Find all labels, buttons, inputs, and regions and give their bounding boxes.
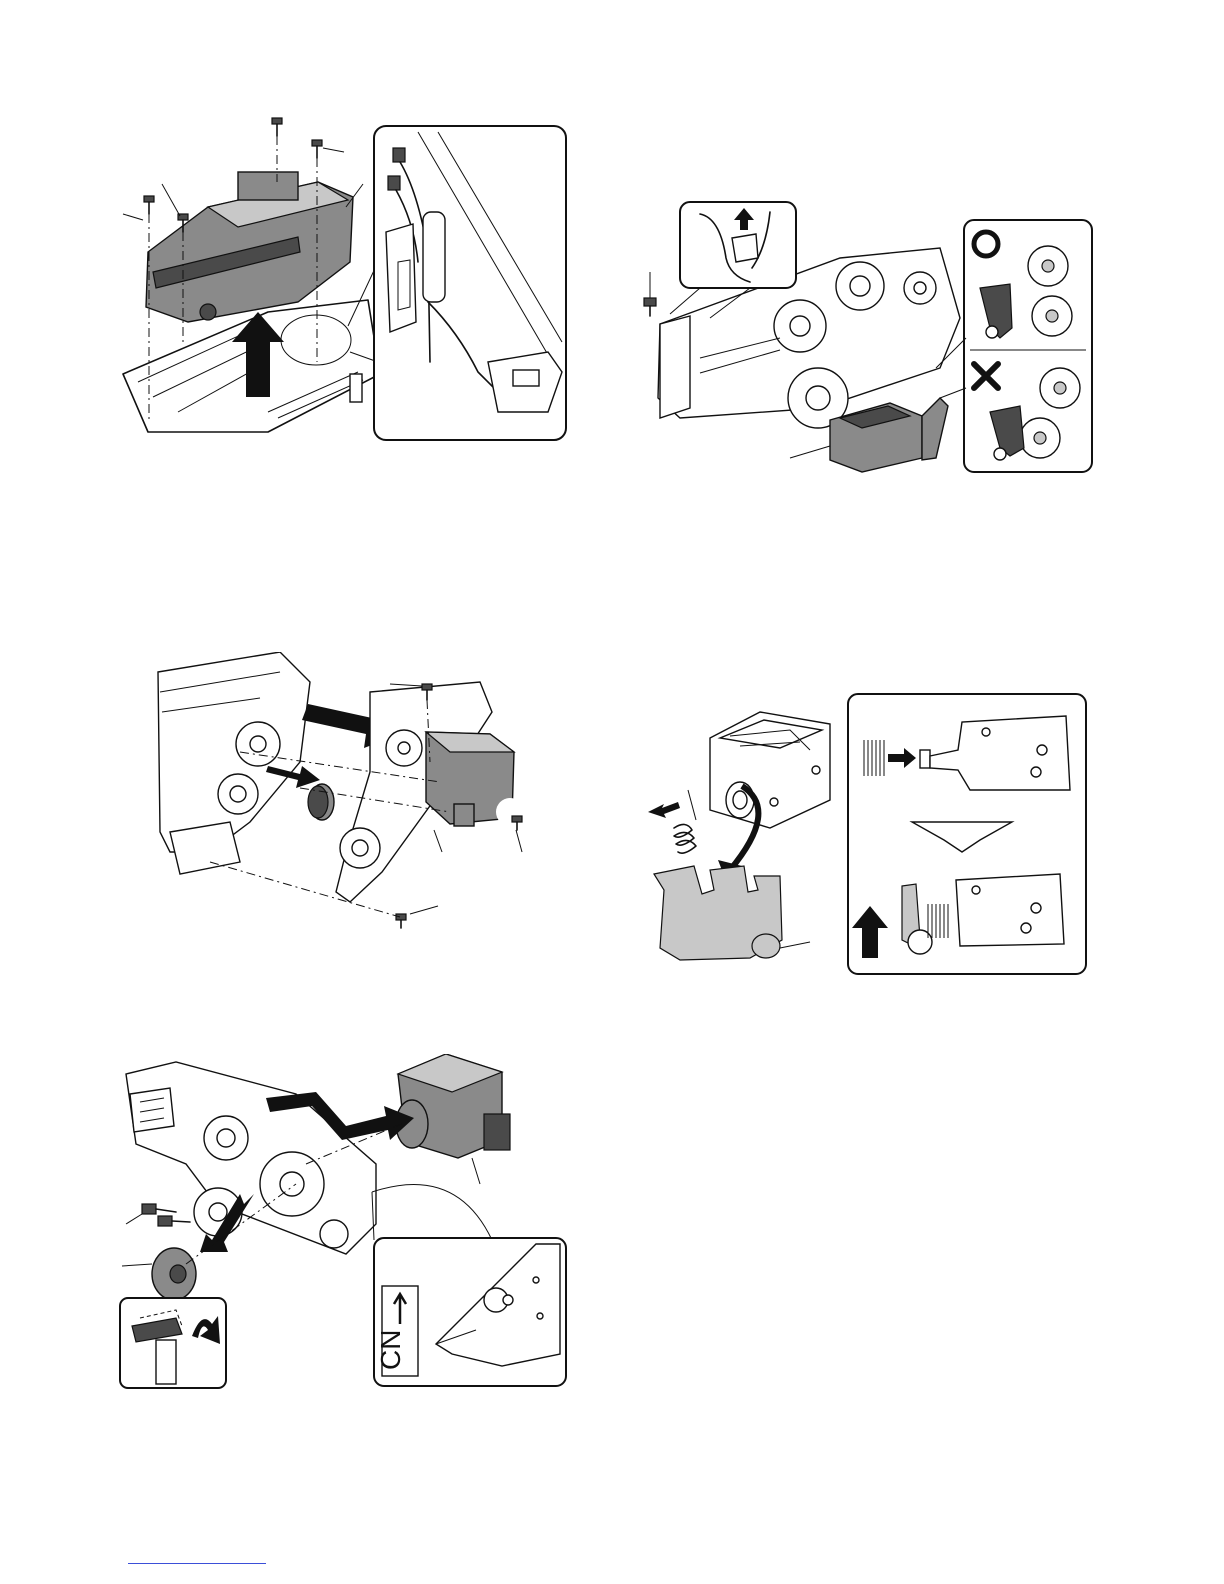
screw-icon <box>158 1216 190 1226</box>
screw-icon <box>142 1204 176 1214</box>
fig-drive-frame-removal <box>150 652 530 932</box>
assembly-sequence-panel <box>848 694 1086 974</box>
fig-fusing-unit-removal <box>118 112 570 446</box>
cn-connector-callout: CN <box>372 1184 566 1386</box>
solenoid-part <box>830 398 948 472</box>
gear-icon <box>152 1248 196 1300</box>
fig-solenoid-removal <box>640 198 1096 478</box>
claw-detail-callout <box>120 1298 226 1388</box>
screw-icon <box>644 298 656 316</box>
screw-icon <box>144 196 154 214</box>
motor-icon <box>396 1054 510 1158</box>
cn-label: CN <box>375 1330 406 1370</box>
left-arrow-icon <box>648 802 680 818</box>
screw-icon <box>272 118 282 136</box>
spring-icon <box>674 824 696 853</box>
roller-part <box>308 784 334 820</box>
lever-part <box>654 866 782 960</box>
left-frame <box>158 652 310 852</box>
ok-ng-panel <box>964 220 1092 472</box>
fig-spring-lever-assembly <box>640 690 1090 978</box>
screw-icon <box>312 140 322 158</box>
fig-motor-gear-removal: CN <box>116 1054 570 1392</box>
footer-link-rule <box>128 1563 266 1564</box>
detail-ellipse <box>281 315 351 365</box>
chassis-foot <box>350 374 362 402</box>
magnifier-callout <box>374 126 566 440</box>
